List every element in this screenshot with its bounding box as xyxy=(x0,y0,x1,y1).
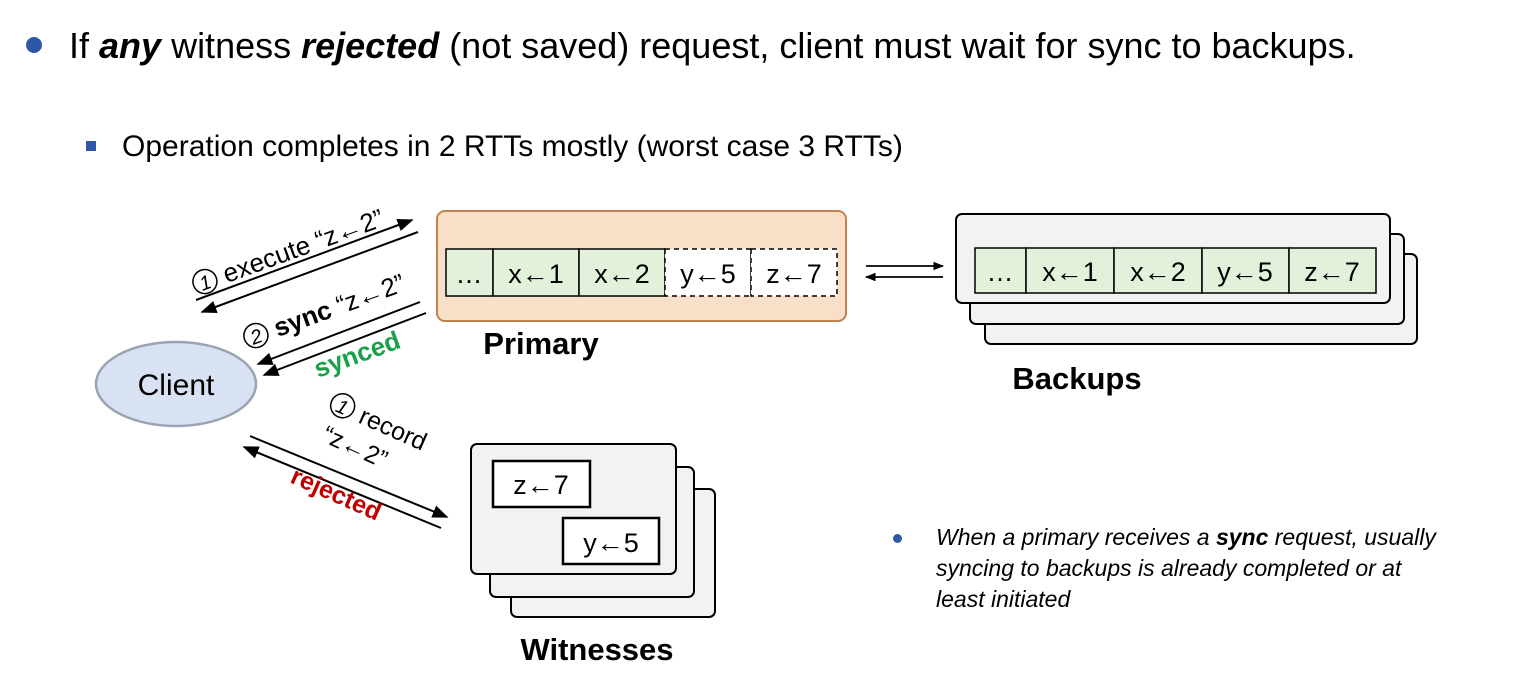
execute-arrow xyxy=(195,218,414,301)
primary-log-entry: x←1 xyxy=(508,259,564,289)
bullet-rejected: rejected xyxy=(301,25,440,66)
rejected-arrow xyxy=(242,446,442,529)
witness-entry-box xyxy=(561,516,661,566)
backups-log-entry: x←2 xyxy=(1130,257,1186,287)
primary-log-entry: … xyxy=(456,259,483,289)
primary-log-cell xyxy=(492,248,580,297)
backups-log-entry: y←5 xyxy=(1217,257,1273,287)
note-text-2: request, usually syncing to backups is a… xyxy=(936,524,1436,612)
backups: … x←1 x←2 y←5 z←7 Backups xyxy=(955,213,1418,396)
primary-log-entry: y←5 xyxy=(680,259,736,289)
client: Client xyxy=(94,340,258,428)
note-text: When a primary receives a sync request, … xyxy=(936,522,1456,615)
sync-label-bold: sync xyxy=(270,294,336,342)
witness-entry-box xyxy=(491,459,592,509)
backups-log-cell xyxy=(1113,247,1203,294)
step-2-icon xyxy=(243,322,269,349)
backups-log-cell xyxy=(1025,247,1115,294)
bullet-any: any xyxy=(99,25,162,66)
backups-label: Backups xyxy=(1012,361,1141,396)
backups-log-cell xyxy=(1288,247,1377,294)
primary: … x←1 x←2 y←5 z←7 Primary xyxy=(436,210,847,361)
witness-entry: y←5 xyxy=(583,528,639,558)
witnesses-label: Witnesses xyxy=(520,632,673,667)
primary-log-entry: x←2 xyxy=(594,259,650,289)
bullet-dot xyxy=(26,37,42,53)
client-node xyxy=(94,340,258,428)
step-1-icon xyxy=(192,268,218,295)
synced-annotation: synced xyxy=(310,325,404,384)
synced-reply-arrow xyxy=(262,312,427,376)
note-text-1: When a primary receives a xyxy=(936,524,1216,550)
note-dot xyxy=(893,534,902,543)
execute-label: execute “z←2” xyxy=(219,203,388,289)
bullet-main-text: If any witness rejected (not saved) requ… xyxy=(69,22,1419,70)
bullet-text-3: (not saved) request, client must wait fo… xyxy=(439,25,1356,66)
step-1-record-icon xyxy=(329,393,356,419)
sync-request-arrow xyxy=(200,231,419,314)
primary-log-cell xyxy=(445,248,494,297)
backups-log: … x←1 x←2 y←5 z←7 xyxy=(974,247,1377,294)
backups-log-entry: z←7 xyxy=(1304,257,1360,287)
primary-log: … x←1 x←2 y←5 z←7 xyxy=(445,248,838,297)
bullet-sub-text: Operation completes in 2 RTTs mostly (wo… xyxy=(122,130,903,163)
primary-log-cell xyxy=(750,248,838,297)
record-arrow xyxy=(249,435,449,518)
sync-arrow xyxy=(256,301,421,365)
bullet-square xyxy=(86,141,96,151)
synced-label: synced xyxy=(310,325,404,384)
bullet-text-1: If xyxy=(69,25,100,66)
bullet-text-2: witness xyxy=(161,25,302,66)
primary-log-entry: z←7 xyxy=(766,259,822,289)
sync-label-arg: “z←2” xyxy=(325,268,409,323)
primary-label: Primary xyxy=(483,326,599,361)
client-label: Client xyxy=(138,369,215,402)
record-annotation: 1 record “z←2” xyxy=(318,393,431,474)
primary-log-cell xyxy=(578,248,666,297)
backups-log-entry: … xyxy=(987,257,1014,287)
witnesses: z←7 y←5 Witnesses xyxy=(470,443,716,667)
witness-entry: z←7 xyxy=(513,470,569,500)
backups-log-entry: x←1 xyxy=(1042,257,1098,287)
note-bold: sync xyxy=(1215,524,1269,550)
